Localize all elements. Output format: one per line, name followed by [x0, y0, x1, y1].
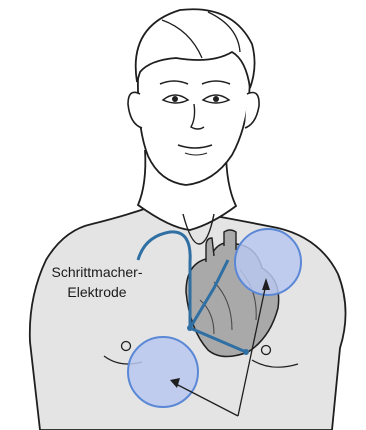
electrode-label-line2: Elektrode	[38, 283, 156, 301]
left-pupil	[172, 96, 178, 102]
left-ear	[128, 92, 142, 128]
electrode-label-line1: Schrittmacher-	[38, 263, 156, 281]
right-ear	[245, 93, 259, 129]
lead-tip-ventricle	[243, 349, 249, 355]
right-pupil	[213, 96, 219, 102]
defibrillator-pad-bottom	[128, 337, 198, 407]
lead-tip-atrium	[187, 325, 193, 331]
